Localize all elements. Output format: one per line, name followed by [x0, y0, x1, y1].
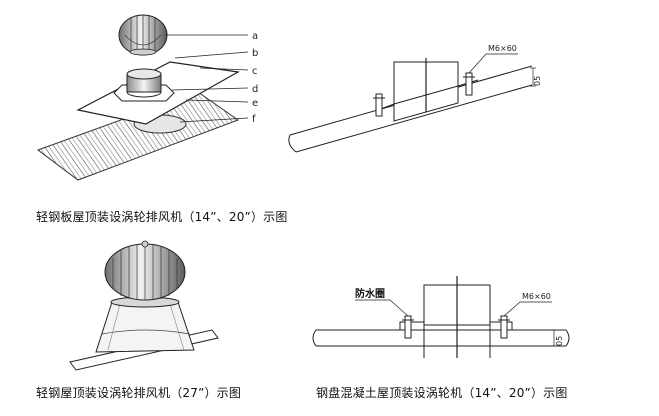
figure-2-pitched-section [288, 53, 536, 153]
dimension-label-fig4: 05 [555, 336, 564, 346]
slab-right-end [565, 329, 570, 347]
throat-cylinder [126, 68, 162, 98]
roof-slab-end [288, 134, 297, 153]
bolt-left [373, 93, 385, 117]
caption-figure-4: 钢盘混凝土屋顶装设涡轮机（14”、20”）示图 [316, 386, 568, 400]
bolt-label-fig2: M6×60 [488, 44, 517, 53]
bolt-label-fig4: M6×60 [522, 292, 551, 301]
callout-a: a [252, 31, 258, 42]
callout-d: d [252, 84, 258, 95]
bolt-left-4 [402, 315, 414, 339]
figure-1-exploded-view: a b c d e f [36, 14, 258, 181]
bolt-right-4 [498, 315, 510, 339]
flashing-label-fig4: 防水圈 [355, 287, 385, 300]
caption-figure-1: 轻钢板屋顶装设涡轮排风机（14”、20”）示图 [36, 210, 288, 224]
callout-f: f [252, 114, 256, 125]
callout-leaders [165, 34, 249, 123]
callout-c: c [252, 66, 258, 77]
figure-4-concrete-section [312, 276, 570, 358]
callout-e: e [252, 98, 258, 109]
callout-b: b [252, 48, 258, 59]
turbine-flared-base [95, 301, 195, 353]
slab-left-end [312, 329, 317, 347]
turbine-head-27 [104, 240, 186, 301]
figure-3-large-turbine [69, 240, 219, 371]
turbine-head [118, 14, 168, 56]
dimension-label-fig2: 05 [533, 76, 542, 86]
caption-figure-3: 轻钢屋顶装设涡轮排风机（27”）示图 [36, 386, 242, 400]
roof-slab-bottom [295, 84, 533, 153]
